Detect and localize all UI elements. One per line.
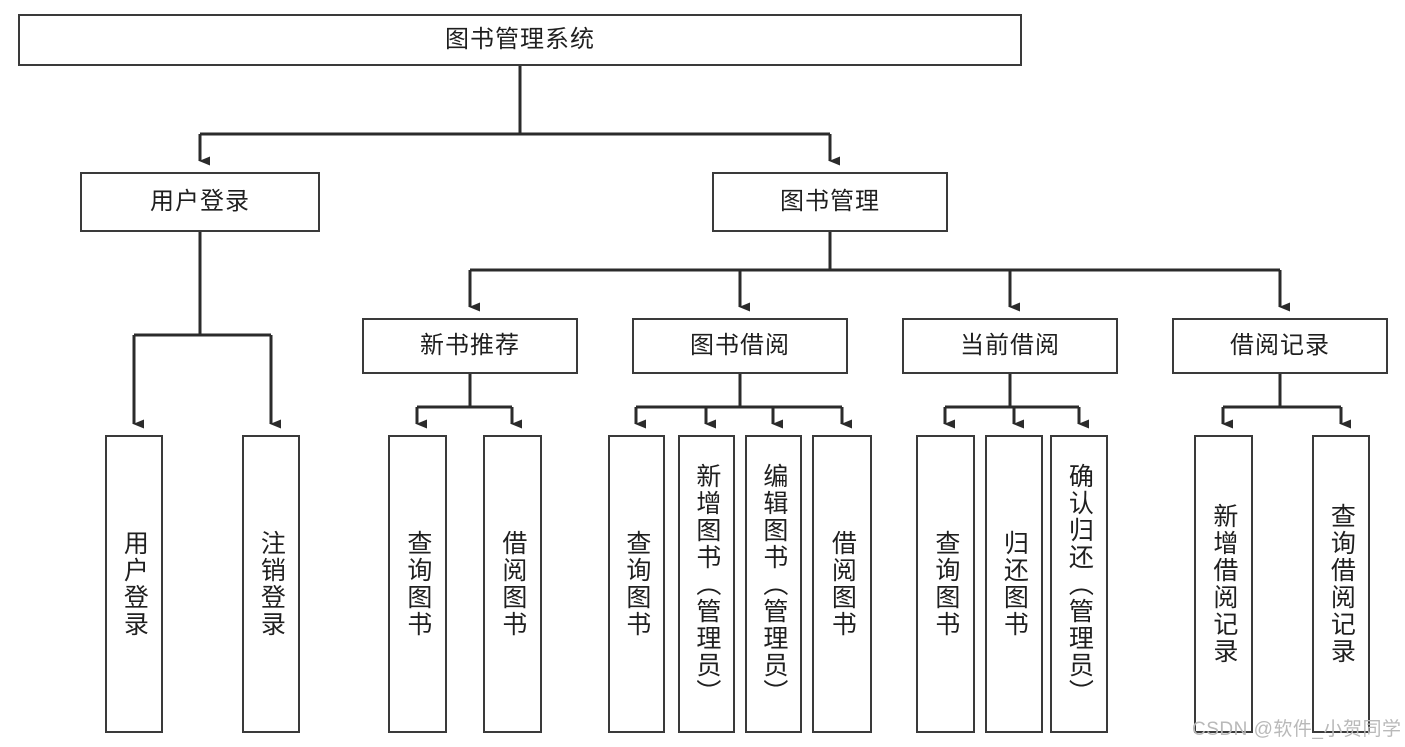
node-l2-1[interactable]: 图书管理 (712, 172, 948, 232)
node-leaf-11[interactable]: 新增借阅记录 (1194, 435, 1253, 733)
node-leaf-7[interactable]: 借阅图书 (812, 435, 872, 733)
node-l3-0[interactable]: 新书推荐 (362, 318, 578, 374)
node-leaf-6-label: 编辑图书（管理员） (759, 462, 788, 706)
node-l2-0-label: 用户登录 (150, 187, 250, 215)
node-leaf-3-label: 借阅图书 (498, 530, 527, 638)
node-root-label: 图书管理系统 (445, 25, 595, 53)
node-leaf-0[interactable]: 用户登录 (105, 435, 163, 733)
node-leaf-3[interactable]: 借阅图书 (483, 435, 542, 733)
node-leaf-11-label: 新增借阅记录 (1209, 503, 1238, 665)
node-leaf-8[interactable]: 查询图书 (916, 435, 975, 733)
node-leaf-1[interactable]: 注销登录 (242, 435, 300, 733)
node-leaf-4[interactable]: 查询图书 (608, 435, 665, 733)
node-leaf-10[interactable]: 确认归还（管理员） (1050, 435, 1108, 733)
node-l3-0-label: 新书推荐 (420, 331, 520, 359)
node-leaf-8-label: 查询图书 (931, 530, 960, 638)
node-leaf-12-label: 查询借阅记录 (1327, 503, 1356, 665)
node-leaf-12[interactable]: 查询借阅记录 (1312, 435, 1370, 733)
node-l3-1[interactable]: 图书借阅 (632, 318, 848, 374)
node-root[interactable]: 图书管理系统 (18, 14, 1022, 66)
node-leaf-2[interactable]: 查询图书 (388, 435, 447, 733)
node-leaf-0-label: 用户登录 (120, 530, 149, 638)
watermark-text: CSDN @软件_小贺同学 (1192, 719, 1402, 740)
node-leaf-9[interactable]: 归还图书 (985, 435, 1043, 733)
node-leaf-9-label: 归还图书 (1000, 530, 1029, 638)
node-leaf-7-label: 借阅图书 (828, 530, 857, 638)
node-leaf-5-label: 新增图书（管理员） (692, 462, 721, 706)
node-l2-0[interactable]: 用户登录 (80, 172, 320, 232)
node-leaf-2-label: 查询图书 (403, 530, 432, 638)
node-l2-1-label: 图书管理 (780, 187, 880, 215)
node-l3-3[interactable]: 借阅记录 (1172, 318, 1388, 374)
node-leaf-1-label: 注销登录 (257, 530, 286, 638)
node-leaf-10-label: 确认归还（管理员） (1065, 462, 1094, 706)
node-leaf-4-label: 查询图书 (622, 530, 651, 638)
node-l3-1-label: 图书借阅 (690, 331, 790, 359)
node-l3-2-label: 当前借阅 (960, 331, 1060, 359)
node-leaf-6[interactable]: 编辑图书（管理员） (745, 435, 802, 733)
node-l3-2[interactable]: 当前借阅 (902, 318, 1118, 374)
node-leaf-5[interactable]: 新增图书（管理员） (678, 435, 735, 733)
node-l3-3-label: 借阅记录 (1230, 331, 1330, 359)
